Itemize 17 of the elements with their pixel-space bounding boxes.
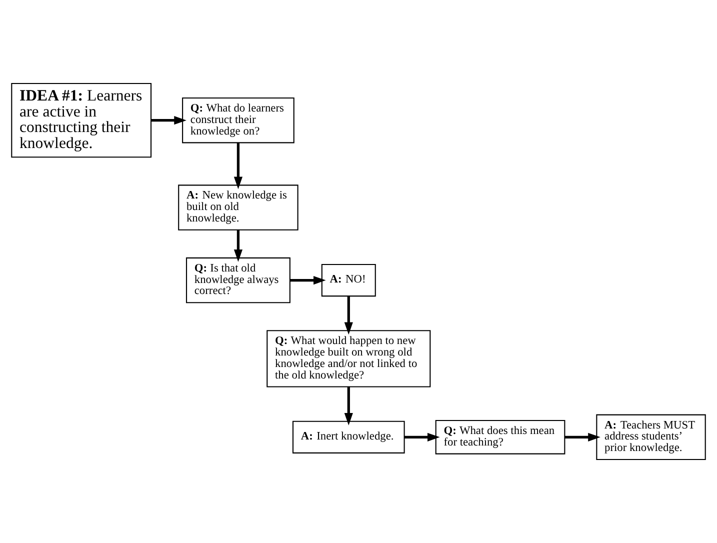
arrow (151, 116, 186, 125)
arrow (234, 230, 243, 262)
node-box: A: New knowledge is built on old knowledge. (178, 184, 298, 230)
node-box: A: Inert knowledge. (292, 420, 405, 454)
node-box: Q: What does this mean for teaching? (435, 420, 566, 454)
arrow (404, 432, 440, 442)
node-box: Q: Is that old knowledge always correct? (186, 257, 290, 304)
arrow (290, 276, 326, 285)
arrow (344, 386, 353, 426)
node-box: Q: What do learners construct their knowledge on? (182, 97, 294, 144)
arrow (344, 296, 353, 335)
arrow (564, 432, 600, 442)
node-box: A: Teachers MUST address students’ prior knowledge. (596, 414, 706, 460)
node-box: A: NO! (321, 264, 376, 297)
arrow (234, 142, 243, 190)
node-box: Q: What would happen to new knowledge built on wrong old knowledge and/or not linked to the old knowledge? (266, 330, 431, 388)
node-box: IDEA #1: Learners are active in constructing their knowledge. (11, 82, 152, 158)
